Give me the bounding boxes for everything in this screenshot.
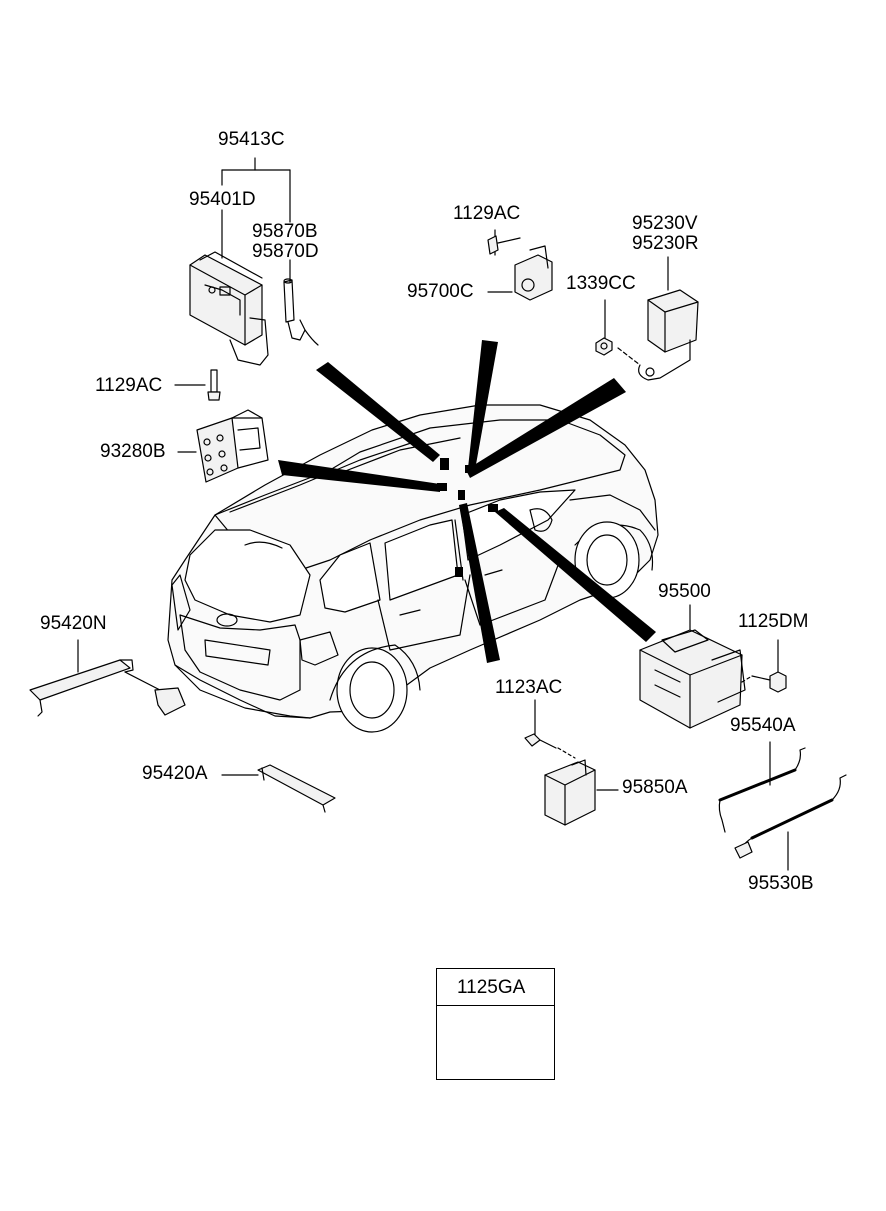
module-95230v	[638, 256, 699, 381]
antenna-95420a	[221, 764, 336, 813]
part-legend-box	[436, 968, 555, 1080]
label-95420n: 95420N	[40, 613, 107, 634]
receiver-module-95401d	[189, 251, 269, 366]
nut-1339cc	[595, 299, 641, 366]
antenna-95420n	[29, 639, 186, 717]
label-1339cc: 1339CC	[566, 273, 636, 294]
label-95540a: 95540A	[730, 715, 796, 736]
label-95850a: 95850A	[622, 777, 688, 798]
label-95870d: 95870D	[252, 241, 319, 262]
label-1129ac-top: 1129AC	[453, 203, 521, 224]
label-95230v: 95230V	[632, 213, 698, 234]
label-95401d: 95401D	[189, 189, 256, 210]
relay-93280b	[177, 409, 269, 483]
bolt-1129ac-left	[174, 369, 221, 401]
rear-wheel	[336, 647, 408, 733]
part-legend-header	[437, 969, 554, 1006]
label-1125dm: 1125DM	[738, 611, 809, 632]
label-95700c: 95700C	[407, 281, 474, 302]
label-95230r: 95230R	[632, 233, 699, 254]
antenna-95870b	[283, 278, 319, 346]
label-1129ac-left: 1129AC	[95, 375, 163, 396]
module-95500	[639, 604, 746, 729]
bolt-1125dm	[741, 639, 787, 693]
sensor-95700c	[487, 229, 553, 301]
part-legend-title: 1125GA	[457, 977, 526, 998]
label-1123ac: 1123AC	[495, 677, 563, 698]
module-95850a	[544, 759, 619, 826]
cable-95530b	[734, 774, 847, 871]
label-95413c: 95413C	[218, 129, 285, 150]
location-pointers	[278, 340, 656, 663]
label-95530b: 95530B	[748, 873, 814, 894]
label-93280b: 93280B	[100, 441, 166, 462]
label-95500: 95500	[658, 581, 711, 602]
bolt-1123ac	[524, 699, 576, 759]
label-95420a: 95420A	[142, 763, 208, 784]
vehicle-outline	[167, 404, 659, 733]
cable-95540a	[718, 741, 806, 833]
label-95870b: 95870B	[252, 221, 318, 242]
